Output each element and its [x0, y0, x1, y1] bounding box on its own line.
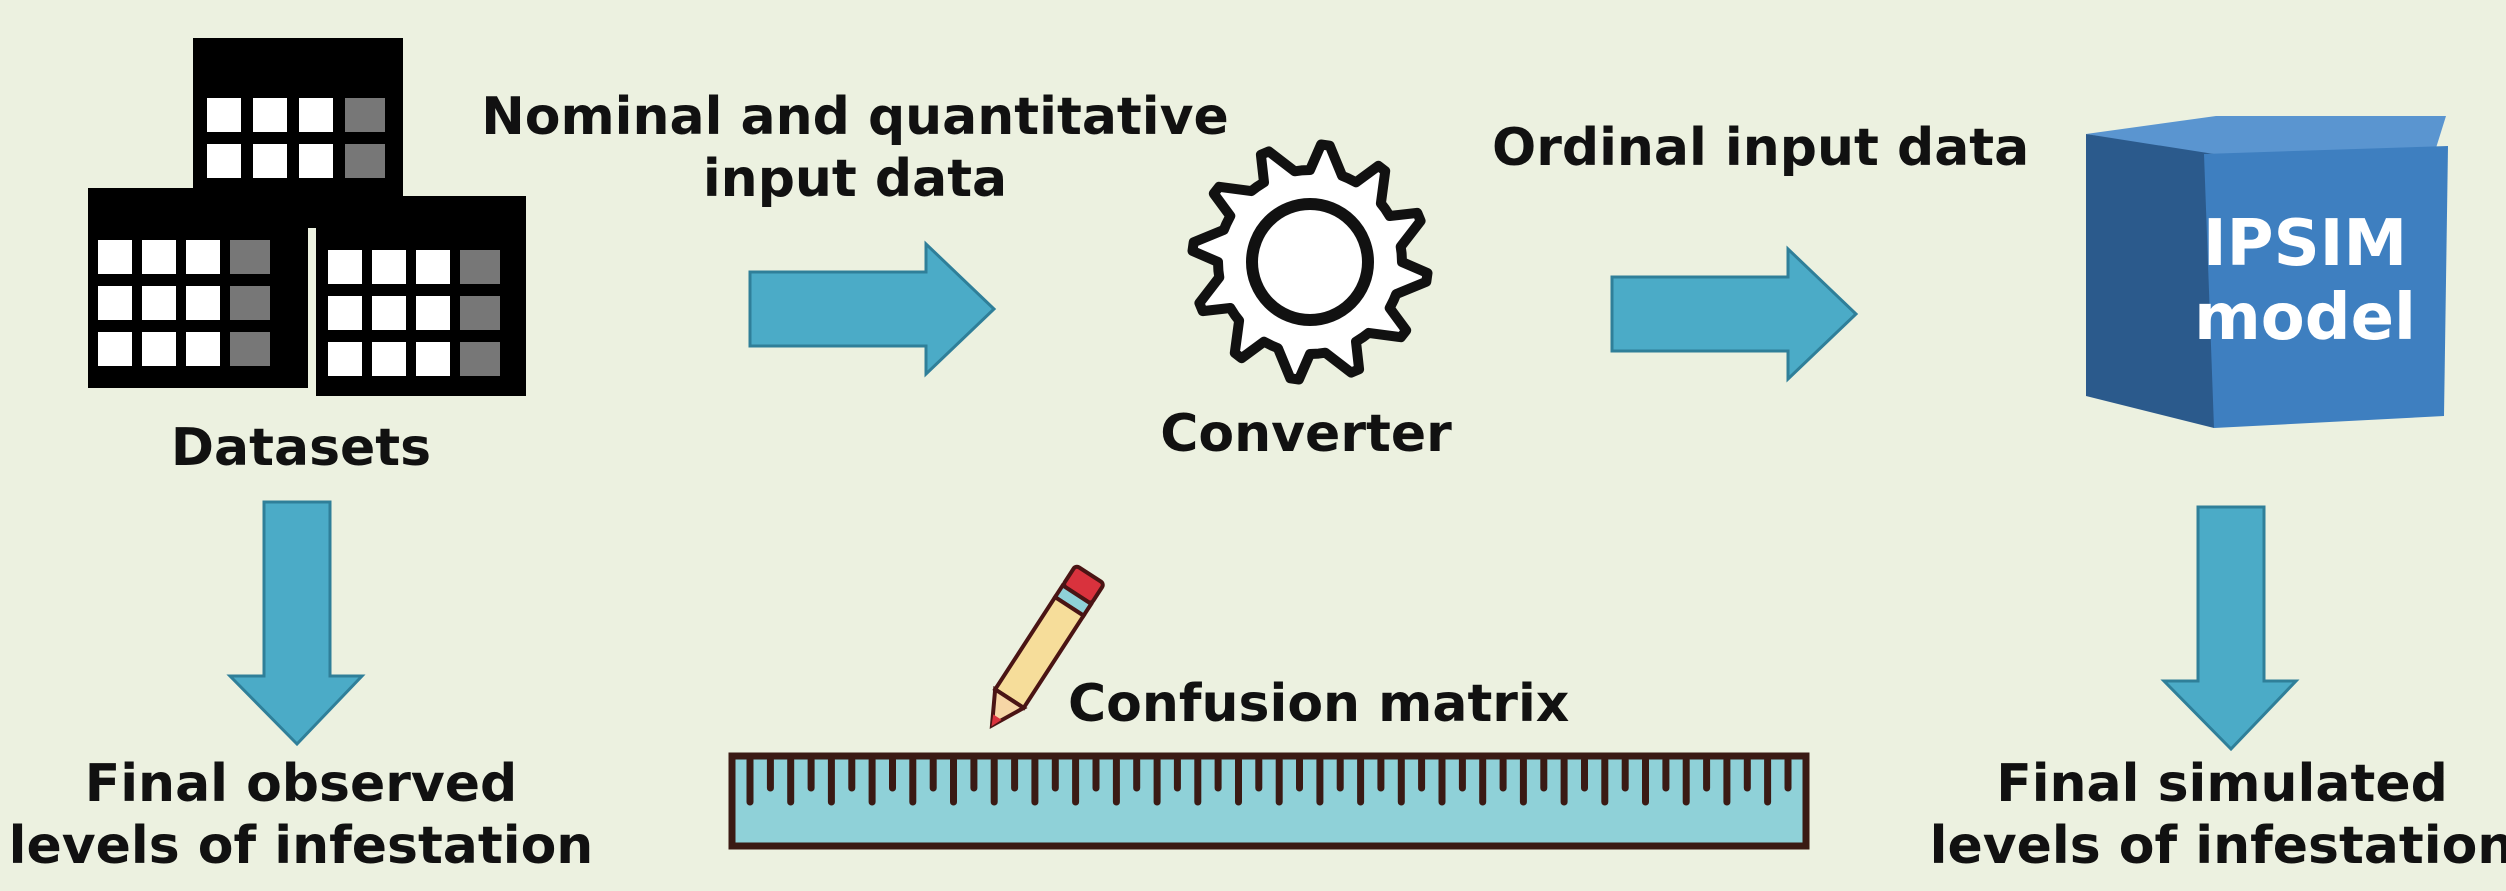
input-data-label-line2: input data [702, 149, 1008, 210]
table-left-icon [88, 188, 308, 388]
final-observed-label: Final observed levels of infestation [9, 753, 594, 878]
input-data-label-line1: Nominal and quantitative [481, 87, 1229, 147]
ipsim-label-line1: IPSIM [2202, 207, 2408, 281]
datasets-label: Datasets [170, 418, 432, 478]
gear-icon [1187, 139, 1433, 385]
observed-label-line1: Final observed [84, 754, 518, 814]
arrow-right-2-icon [1610, 245, 1859, 383]
table-right-icon [316, 196, 526, 396]
arrow-down-left-icon [226, 500, 366, 747]
ipsim-cube-icon [2086, 116, 2448, 428]
datasets-tables-icon [88, 38, 526, 396]
final-simulated-label: Final simulated levels of infestation [1930, 753, 2506, 878]
arrow-down-right-icon [2160, 505, 2300, 752]
simulated-label-line1: Final simulated [1996, 754, 2448, 814]
arrow-right-1-icon [748, 240, 997, 378]
ordinal-input-label: Ordinal input data [1492, 118, 2030, 178]
converter-label: Converter [1160, 404, 1452, 464]
pencil-icon [989, 564, 1105, 730]
input-data-label: Nominal and quantitative input data [481, 86, 1229, 211]
ruler-icon [728, 752, 1810, 850]
ipsim-label-line2: model [2194, 280, 2416, 355]
ipsim-model-label: IPSIM model [2194, 207, 2416, 355]
simulated-label-line2: levels of infestation [1929, 816, 2506, 877]
confusion-matrix-label: Confusion matrix [1068, 674, 1570, 734]
observed-label-line2: levels of infestation [8, 816, 594, 877]
